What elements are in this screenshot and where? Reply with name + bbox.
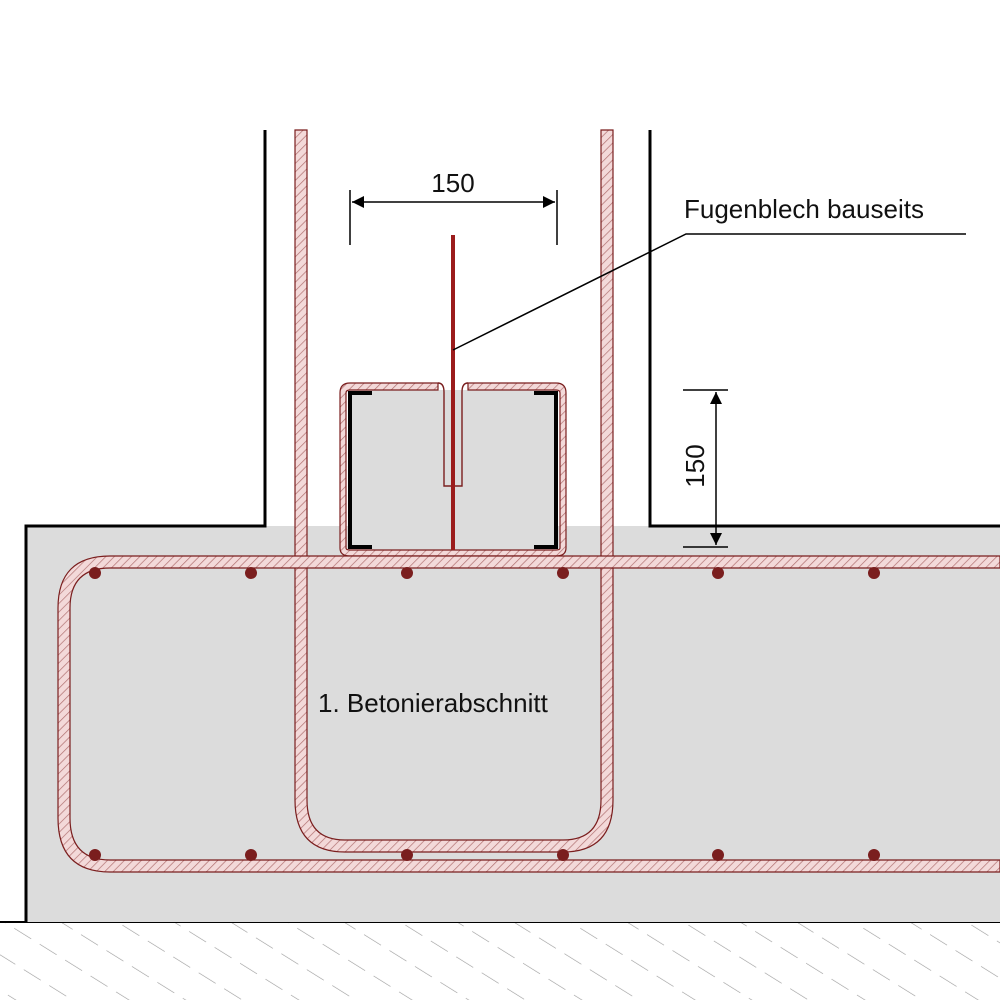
section-label: 1. Betonierabschnitt: [318, 688, 549, 718]
rebar-dot: [245, 849, 257, 861]
rebar-dot: [557, 849, 569, 861]
rebar-dot: [868, 849, 880, 861]
dimension-horizontal: [349, 190, 558, 245]
dimension-vertical: [683, 389, 728, 548]
dimension-vertical-label: 150: [680, 444, 710, 487]
foundation-slab-fill: [26, 526, 1000, 922]
rebar-dot: [868, 567, 880, 579]
rebar-dot: [712, 567, 724, 579]
rebar-dots-bottom: [89, 849, 880, 861]
rebar-dot: [401, 849, 413, 861]
joint-stirrup-rebar: [339, 382, 567, 557]
joint-formwork-left: [348, 391, 372, 549]
wall-right-outline: [648, 130, 1000, 528]
joint-formwork-right: [534, 391, 558, 549]
rebar-dot: [557, 567, 569, 579]
rebar-dot: [245, 567, 257, 579]
callout-label: Fugenblech bauseits: [684, 194, 924, 224]
rebar-dot: [712, 849, 724, 861]
rebar-dot: [89, 849, 101, 861]
ground-hatch: [0, 922, 1000, 1000]
rebar-dot: [401, 567, 413, 579]
dimension-horizontal-label: 150: [431, 168, 474, 198]
callout-leader-line: [452, 233, 966, 351]
rebar-dot: [89, 567, 101, 579]
foundation-outline: [24, 130, 267, 922]
slab-rebar-loop: [57, 555, 1000, 873]
rebar-dots-top: [89, 567, 880, 579]
wall-u-rebar: [294, 129, 614, 853]
